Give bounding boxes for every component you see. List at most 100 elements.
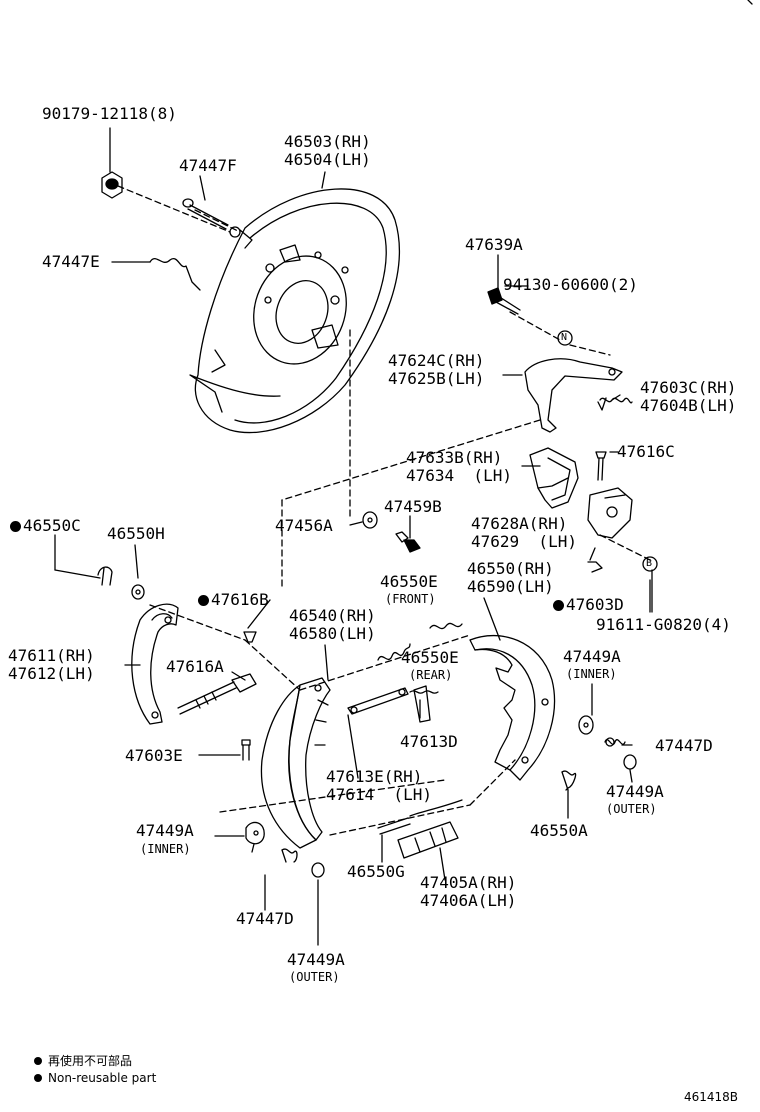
- plate-47628A: [587, 487, 633, 539]
- label-46550G: 46550G: [347, 862, 405, 881]
- marker-n: [557, 330, 573, 346]
- label-47603E: 47603E: [125, 746, 183, 765]
- label-47613D: 47613D: [400, 732, 458, 751]
- shoe-46550: [469, 634, 556, 781]
- label-47447F: 47447F: [179, 156, 237, 175]
- clip-46550C: [97, 566, 113, 586]
- legend-jp: 再使用不可部品: [34, 1053, 132, 1069]
- label-46580: 46580(LH): [289, 624, 376, 643]
- shoe-47611: [131, 603, 179, 725]
- label-46550E-front: 46550E: [380, 572, 438, 591]
- bolt-47447F: [182, 198, 241, 238]
- label-47449A-outer-r: 47449A: [606, 782, 664, 801]
- clip-47603D: [587, 561, 603, 573]
- spring-47447D-l: [281, 848, 298, 863]
- corner-mark: [747, 0, 753, 5]
- spring-47447D-r: [604, 737, 626, 747]
- bolt-47639A: [487, 287, 521, 315]
- label-46550C: 46550C: [10, 517, 81, 535]
- washer-46550H: [131, 584, 145, 600]
- lever-47624C: [524, 358, 623, 433]
- label-47625B: 47625B(LH): [388, 369, 485, 388]
- pin-47616B: [243, 631, 257, 643]
- label-47449A-outer-l: 47449A: [287, 950, 345, 969]
- label-47629: 47629 (LH): [471, 532, 577, 551]
- label-47603D: 47603D: [553, 596, 624, 614]
- leader-lines: [54, 127, 653, 946]
- legend-en-text: Non-reusable part: [48, 1071, 157, 1085]
- marker-b: [642, 556, 658, 572]
- guide-47633B: [529, 447, 579, 509]
- label-47613E: 47613E(RH): [326, 767, 423, 786]
- label-47456A: 47456A: [275, 516, 333, 535]
- label-inner-r: (INNER): [566, 667, 617, 681]
- marker-n-letter: N: [561, 332, 568, 343]
- label-outer-r: (OUTER): [606, 802, 657, 816]
- legend-jp-text: 再使用不可部品: [48, 1054, 133, 1068]
- label-47604B: 47604B(LH): [640, 396, 737, 415]
- label-46550E-rear: 46550E: [401, 648, 459, 667]
- label-47611: 47611(RH): [8, 646, 95, 665]
- shoe-46540: [260, 677, 331, 849]
- label-47639A: 47639A: [465, 235, 523, 254]
- label-47447D-r: 47447D: [655, 736, 713, 755]
- washer-47456A: [362, 511, 378, 529]
- nut-90179: [101, 171, 123, 199]
- label-outer-l: (OUTER): [289, 970, 340, 984]
- washer-47449A-inner-r: [578, 715, 594, 735]
- legend-dot: [34, 1074, 42, 1082]
- retainer-47613D: [413, 685, 431, 723]
- non-reusable-dot: [10, 521, 21, 532]
- label-47624C: 47624C(RH): [388, 351, 485, 370]
- strut-47613E: [347, 687, 409, 715]
- reference-code: 461418B: [684, 1090, 739, 1104]
- label-46504: 46504(LH): [284, 150, 371, 169]
- adjuster-47616A: [177, 673, 257, 715]
- label-rear: (REAR): [409, 668, 453, 682]
- label-47616B: 47616B: [198, 591, 269, 609]
- label-47459B: 47459B: [384, 497, 442, 516]
- label-47616B-text: 47616B: [211, 590, 269, 609]
- label-47628A: 47628A(RH): [471, 514, 568, 533]
- washer-47449A-outer-r: [623, 754, 637, 770]
- label-47447D-l: 47447D: [236, 909, 294, 928]
- label-46550H: 46550H: [107, 524, 165, 543]
- label-47449A-inner-l: 47449A: [136, 821, 194, 840]
- label-94130-60600: 94130-60600(2): [503, 275, 638, 294]
- non-reusable-dot: [198, 595, 209, 606]
- label-46550-rh: 46550(RH): [467, 559, 554, 578]
- label-90179-12118: 90179-12118(8): [42, 104, 177, 123]
- pipe-47447E: [149, 257, 201, 291]
- label-47614: 47614 (LH): [326, 785, 432, 804]
- spring-47603C: [597, 397, 633, 411]
- label-front: (FRONT): [385, 592, 436, 606]
- legend-en: Non-reusable part: [34, 1070, 156, 1086]
- label-47603D-text: 47603D: [566, 595, 624, 614]
- label-46590: 46590(LH): [467, 577, 554, 596]
- non-reusable-dot: [553, 600, 564, 611]
- label-47447E: 47447E: [42, 252, 100, 271]
- label-47616C: 47616C: [617, 442, 675, 461]
- spring-46550A: [561, 770, 577, 791]
- washer-47449A-inner-l: [245, 821, 265, 853]
- pin-47603E: [241, 739, 251, 761]
- label-47634: 47634 (LH): [406, 466, 512, 485]
- dashed-lines: [117, 185, 651, 836]
- backing-plate: [189, 188, 401, 434]
- label-47405A: 47405A(RH): [420, 873, 517, 892]
- spring-46550E-front: [377, 622, 463, 661]
- adjuster-47405A: [397, 821, 459, 859]
- label-47612: 47612(LH): [8, 664, 95, 683]
- label-47449A-inner-r: 47449A: [563, 647, 621, 666]
- label-47633B: 47633B(RH): [406, 448, 503, 467]
- bolt-47459B: [395, 531, 421, 553]
- spring-46550G: [377, 799, 463, 835]
- pin-47616C: [595, 451, 607, 481]
- label-47616A: 47616A: [166, 657, 224, 676]
- label-46550C-text: 46550C: [23, 516, 81, 535]
- label-46503: 46503(RH): [284, 132, 371, 151]
- label-46540: 46540(RH): [289, 606, 376, 625]
- marker-b-letter: B: [646, 558, 653, 569]
- label-inner-l: (INNER): [140, 842, 191, 856]
